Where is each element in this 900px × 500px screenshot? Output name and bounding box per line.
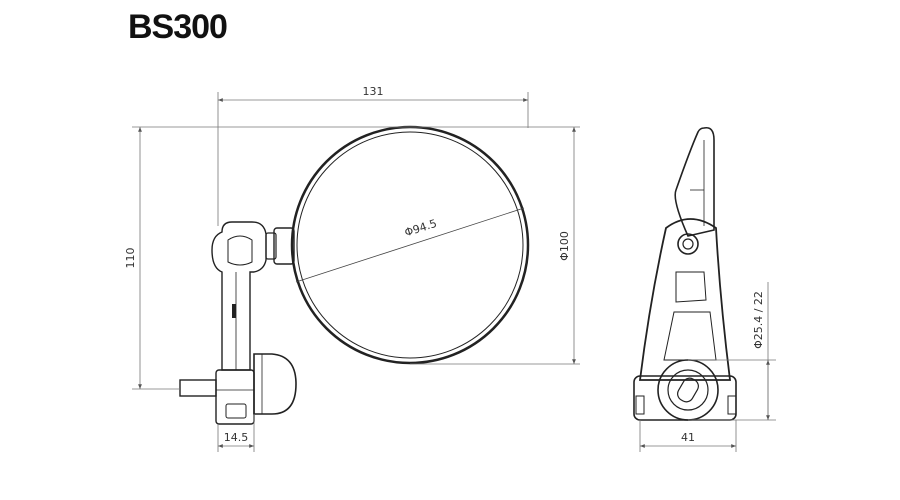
dim-outer-diameter-label: Φ100: [558, 231, 571, 261]
side-pivot-bolt: [677, 233, 699, 255]
side-lower-clamp: [633, 375, 737, 421]
bar-end-cap: [253, 353, 297, 415]
dim-overall-width-label: 131: [363, 85, 384, 98]
dim-clamp-offset: 14.5: [217, 414, 255, 452]
side-housing: [638, 218, 732, 381]
bar-stub: [179, 379, 217, 397]
dim-height: 110: [124, 126, 410, 390]
dim-overall-width: 131: [217, 85, 529, 226]
dim-clamp-offset-label: 14.5: [224, 431, 249, 444]
dim-inner-diameter-label: Φ94.5: [403, 217, 439, 240]
mirror-side-view: [633, 126, 737, 421]
dim-bar-diameter: Φ25.4 / 22: [688, 282, 776, 421]
dim-side-width: 41: [639, 420, 737, 452]
dim-side-width-label: 41: [681, 431, 695, 444]
logo-mark: [232, 304, 236, 318]
mirror-connector: [273, 227, 295, 265]
dim-bar-diameter-label: Φ25.4 / 22: [752, 291, 765, 349]
dim-height-label: 110: [124, 248, 137, 269]
clamp-block: [215, 369, 255, 425]
product-title: BS300: [128, 8, 228, 46]
dim-outer-diameter: Φ100: [410, 126, 580, 365]
mirror-arm: [211, 221, 267, 371]
side-mirror-blade: [674, 126, 715, 237]
dim-inner-diameter: Φ94.5: [295, 207, 525, 283]
mirror-front-view: [179, 125, 530, 425]
mirror-glass: [296, 131, 524, 359]
